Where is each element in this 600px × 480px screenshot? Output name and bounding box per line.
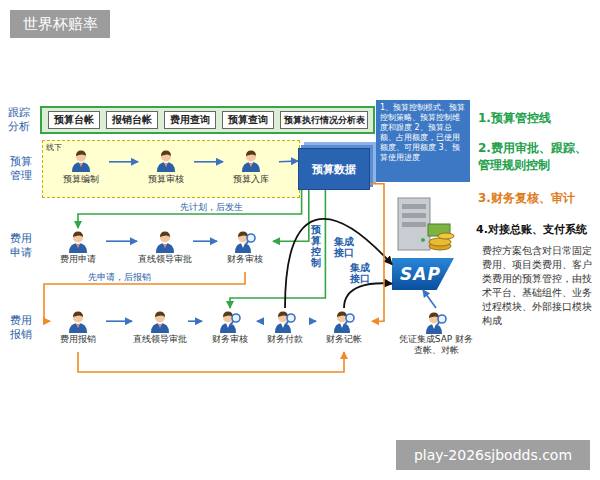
role-step: 财务记帐: [316, 308, 372, 352]
watermark: play-2026sjbodds.com: [396, 440, 590, 470]
node-text: 预算查询: [223, 112, 273, 128]
node-text: 线下: [46, 142, 62, 153]
person-icon: [69, 232, 87, 254]
system-logo: SAP: [392, 258, 454, 290]
role-step: 费用申请: [50, 228, 106, 272]
flow-arrow: [230, 190, 325, 308]
body-text: 费控方案包含对日常固定费用、项目类费用、客户类费用的预算管控，由技术平台、基础组…: [482, 244, 594, 328]
report-tab: 预算台帐: [48, 111, 100, 129]
flow-arrow: [257, 320, 258, 322]
point-heading: 4.对接总账、支付系统: [476, 222, 587, 237]
band-box: 跟踪 分析预算台帐报销台帐费用查询预算查询预算执行情况分析表: [40, 106, 375, 134]
node-text: 凭证集成SAP 财务查帐、对帐: [398, 334, 474, 356]
person-icon: [275, 312, 295, 334]
node-text: 财务付款: [257, 334, 313, 345]
role-step: 预算入库: [223, 148, 279, 194]
person-icon: [426, 313, 446, 335]
person-icon: [69, 312, 87, 334]
flow-arrow: [344, 283, 392, 308]
flow-arrow: [44, 272, 245, 321]
person-icon: [220, 312, 240, 334]
flow-arrow: [78, 352, 344, 372]
flow-arrow: [313, 320, 316, 322]
flow-arrow: [106, 320, 132, 322]
node-text: 财务审核: [217, 254, 273, 265]
person-icon: [151, 312, 169, 334]
node-text: 报销台帐: [107, 112, 157, 128]
node-text: 跟踪 分析: [8, 106, 34, 134]
role-step: 直线领导审批: [132, 308, 188, 352]
point-heading: 1.预算管控线: [478, 110, 551, 127]
node-text: 费用查询: [165, 112, 215, 128]
row-label: 费用 申请: [10, 232, 36, 260]
data-store: 预算数据: [298, 148, 370, 190]
flow-arrow: [106, 240, 137, 242]
node-text: SAP: [400, 264, 441, 284]
flow-note: 先计划，后发生: [180, 202, 243, 213]
person-icon: [334, 312, 354, 334]
flow-note: 先申请，后报销: [88, 272, 151, 283]
report-tab: 预算查询: [222, 111, 274, 129]
note-box: 1、预算控制模式、预算控制策略、预算控制维度和跟度 2、预算总额、占用额度，已使…: [376, 100, 470, 182]
node-text: 1、预算控制模式、预算控制策略、预算控制维度和跟度 2、预算总额、占用额度，已使…: [380, 103, 466, 163]
watermark: 世界杯赔率: [10, 10, 110, 38]
node-text: 财务审核: [202, 334, 258, 345]
role-step: 预算编制: [53, 148, 109, 194]
role-step: 预算审核: [138, 148, 194, 194]
node-text: 预算入库: [223, 174, 279, 185]
node-text: 预算审核: [138, 174, 194, 185]
role-step: 财务付款: [257, 308, 313, 352]
role-step: 费用报销: [50, 308, 106, 352]
role-step: 直线领导审批: [137, 228, 193, 272]
flow-arrow: [370, 184, 384, 322]
flow-arrow: [285, 219, 392, 308]
report-tab: 预算执行情况分析表: [280, 111, 368, 129]
node-text: 直线领导审批: [137, 254, 193, 265]
edge-label: 集成接口: [350, 262, 372, 284]
point-heading: 3.财务复核、审计: [478, 190, 575, 207]
flow-arrow: [193, 240, 217, 242]
node-text: 直线领导审批: [132, 334, 188, 345]
person-icon: [235, 232, 255, 254]
flow-arrow: [188, 320, 202, 322]
role-step: 凭证集成SAP 财务查帐、对帐: [398, 308, 474, 376]
node-text: 预算数据: [312, 162, 356, 177]
node-text: 费用申请: [50, 254, 106, 265]
row-label: 费用 报销: [10, 314, 36, 342]
edge-label: 预算控制: [311, 224, 323, 268]
role-step: 财务审核: [202, 308, 258, 352]
edge-label: 集成接口: [334, 236, 356, 258]
row-label: 预算 管理: [10, 155, 36, 183]
node-text: 财务记帐: [316, 334, 372, 345]
person-icon: [156, 232, 174, 254]
role-step: 财务审核: [217, 228, 273, 272]
node-text: 预算编制: [53, 174, 109, 185]
node-text: 预算台帐: [49, 112, 99, 128]
report-tab: 费用查询: [164, 111, 216, 129]
server-illustration: [398, 198, 454, 250]
node-text: 预算执行情况分析表: [281, 112, 367, 128]
flow-arrow: [423, 290, 436, 308]
point-heading: 2.费用审批、跟踪、管理规则控制: [478, 140, 596, 174]
report-tab: 报销台帐: [106, 111, 158, 129]
node-text: 费用报销: [50, 334, 106, 345]
offline-group: 线下预算编制 预算审核 预算入库: [42, 140, 300, 198]
